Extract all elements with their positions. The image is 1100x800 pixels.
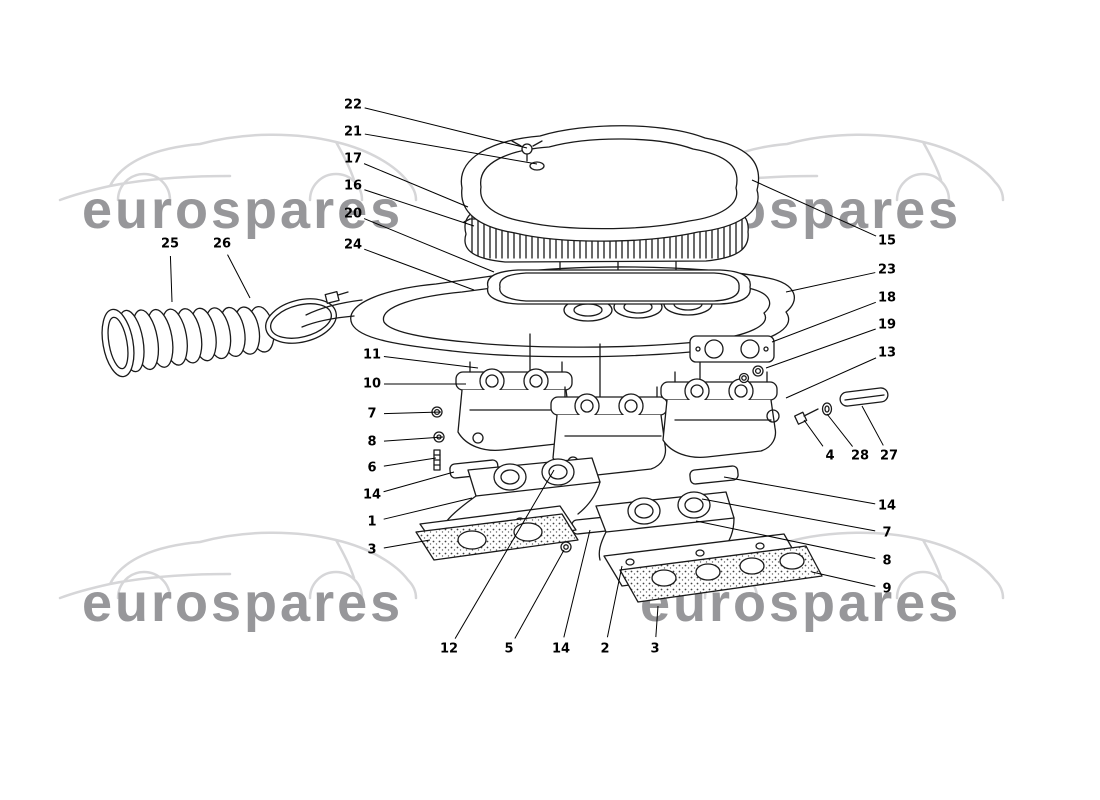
callout-number-28: 28 — [851, 449, 869, 464]
callout-number-21: 21 — [344, 125, 362, 140]
callout-leader-2 — [606, 565, 623, 638]
small-bolt — [561, 542, 571, 552]
callout-leader-21 — [364, 133, 538, 165]
hose-clamp — [261, 292, 348, 350]
stud-left — [434, 450, 440, 470]
callout-leader-14 — [723, 476, 876, 505]
callout-number-13: 13 — [878, 346, 896, 361]
callout-leader-9 — [811, 571, 876, 587]
callout-number-3: 3 — [367, 543, 376, 558]
callout-leader-16 — [364, 189, 475, 227]
callout-leader-8 — [383, 436, 444, 442]
callout-number-17: 17 — [344, 152, 362, 167]
callout-number-2: 2 — [600, 642, 609, 657]
callout-number-24: 24 — [344, 238, 362, 253]
callout-number-12: 12 — [440, 642, 458, 657]
callout-leader-3 — [383, 539, 431, 549]
callout-leader-23 — [785, 272, 876, 293]
callout-leader-5 — [514, 549, 565, 639]
callout-number-7: 7 — [882, 526, 891, 541]
callout-leader-22 — [364, 107, 528, 149]
callout-leader-4 — [803, 419, 824, 447]
callout-leader-24 — [364, 248, 475, 291]
callout-leader-25 — [169, 255, 173, 303]
flange-nuts — [740, 366, 764, 383]
callout-number-19: 19 — [878, 318, 896, 333]
callout-number-7: 7 — [367, 407, 376, 422]
callout-leader-14 — [563, 529, 591, 638]
callout-number-10: 10 — [363, 377, 381, 392]
callout-number-20: 20 — [344, 207, 362, 222]
callout-leader-20 — [363, 218, 495, 273]
callout-leader-8 — [695, 520, 876, 560]
watermark-top-left: eurospares — [82, 180, 404, 240]
cover-seal-ring — [488, 270, 751, 304]
watermark-bottom-left: eurospares — [82, 573, 404, 633]
washer — [823, 403, 832, 415]
callout-leader-13 — [785, 357, 877, 399]
callout-leader-6 — [383, 457, 437, 467]
callout-number-8: 8 — [882, 554, 891, 569]
bolt — [795, 409, 818, 424]
callout-leader-15 — [751, 179, 877, 237]
carb-gasket — [690, 336, 774, 362]
callout-leader-19 — [765, 328, 876, 369]
callout-leader-3 — [655, 605, 659, 638]
intake-hose — [97, 305, 277, 379]
callout-number-27: 27 — [880, 449, 898, 464]
callout-leader-11 — [383, 355, 479, 369]
callout-number-15: 15 — [878, 234, 896, 249]
carburetor-right — [661, 372, 779, 457]
wing-nut-washer — [530, 162, 544, 170]
callout-number-8: 8 — [367, 435, 376, 450]
callout-number-3: 3 — [650, 642, 659, 657]
callout-number-4: 4 — [825, 449, 834, 464]
manifold-gasket-right — [620, 546, 822, 602]
callout-number-25: 25 — [161, 237, 179, 252]
manifold-gasket-left — [416, 514, 578, 560]
callout-leader-28 — [826, 413, 853, 447]
insulator-gasket-right — [689, 466, 738, 485]
callout-leader-7 — [383, 411, 442, 415]
callout-leader-26 — [227, 254, 251, 299]
callout-number-14: 14 — [552, 642, 570, 657]
callout-number-9: 9 — [882, 582, 891, 597]
wing-nut — [512, 141, 542, 161]
callout-number-6: 6 — [367, 461, 376, 476]
hose-corrugations — [114, 305, 277, 374]
callout-number-1: 1 — [367, 515, 376, 530]
callout-number-14: 14 — [878, 499, 896, 514]
callout-number-11: 11 — [363, 348, 381, 363]
carburetor-left — [456, 362, 572, 450]
callout-number-16: 16 — [344, 179, 362, 194]
callout-number-23: 23 — [878, 263, 896, 278]
callout-number-18: 18 — [878, 291, 896, 306]
callout-leader-18 — [771, 301, 876, 343]
callout-number-14: 14 — [363, 488, 381, 503]
sleeve — [839, 387, 888, 407]
callout-leader-17 — [363, 163, 469, 208]
air-filter-cover — [461, 126, 758, 241]
callout-number-26: 26 — [213, 237, 231, 252]
callout-number-22: 22 — [344, 98, 362, 113]
callout-leader-27 — [861, 405, 884, 446]
callout-leader-7 — [701, 498, 876, 532]
callout-leader-1 — [383, 497, 473, 520]
callout-leader-14 — [383, 471, 455, 493]
callout-leader-12 — [454, 469, 555, 639]
callout-number-5: 5 — [504, 642, 513, 657]
